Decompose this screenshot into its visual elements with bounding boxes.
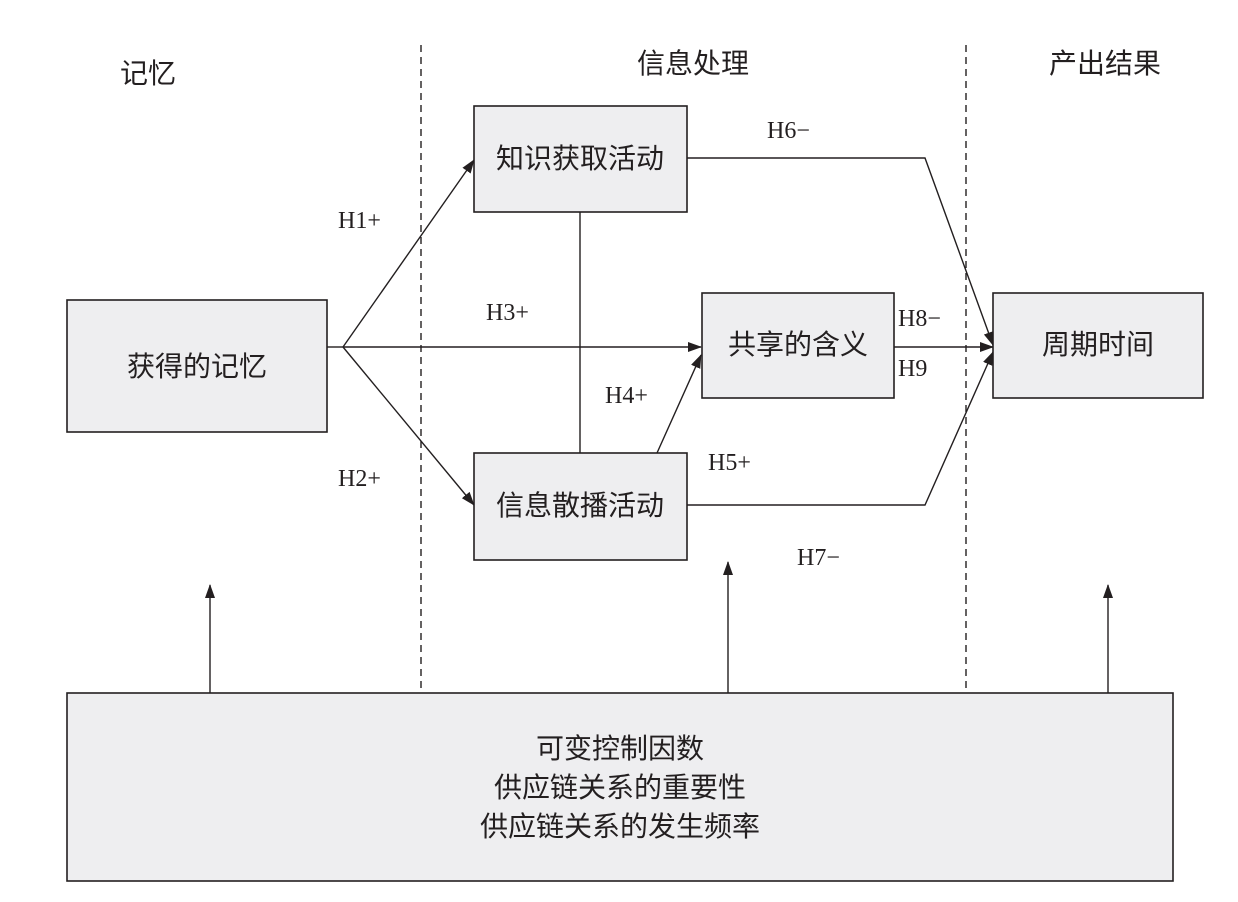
label-h4: H4+ — [605, 383, 648, 409]
node-info-dissemination: 信息散播活动 — [473, 452, 688, 561]
node-label: 共享的含义 — [728, 328, 868, 361]
label-h6: H6− — [767, 118, 810, 144]
label-h9: H9 — [898, 356, 927, 382]
node-acquired-memory: 获得的记忆 — [66, 299, 328, 433]
control-variables-box: 可变控制因数 供应链关系的重要性 供应链关系的发生频率 — [66, 692, 1174, 882]
edge-h6 — [687, 157, 994, 346]
node-knowledge-acquisition: 知识获取活动 — [473, 105, 688, 213]
label-h1: H1+ — [338, 208, 381, 234]
node-label: 信息散播活动 — [496, 489, 664, 522]
edge-h1 — [342, 159, 475, 348]
node-shared-meaning: 共享的含义 — [701, 292, 895, 399]
node-label: 获得的记忆 — [127, 350, 267, 383]
edge-h2 — [342, 346, 475, 506]
label-h2: H2+ — [338, 466, 381, 492]
controls-line1: 供应链关系的重要性 — [494, 771, 746, 804]
controls-title: 可变控制因数 — [536, 732, 704, 765]
column-memory: 记忆 — [120, 57, 176, 90]
label-h8: H8− — [898, 306, 941, 332]
label-h7: H7− — [797, 545, 840, 571]
edge-h5-h7 — [687, 351, 994, 506]
column-outcome: 产出结果 — [1049, 47, 1161, 80]
node-cycle-time: 周期时间 — [992, 292, 1204, 399]
edge-h4 — [656, 354, 702, 454]
label-h5: H5+ — [708, 450, 751, 476]
node-label: 周期时间 — [1042, 328, 1154, 361]
node-label: 知识获取活动 — [496, 142, 664, 175]
label-h3: H3+ — [486, 300, 529, 326]
column-processing: 信息处理 — [637, 47, 749, 80]
controls-line2: 供应链关系的发生频率 — [480, 810, 760, 843]
